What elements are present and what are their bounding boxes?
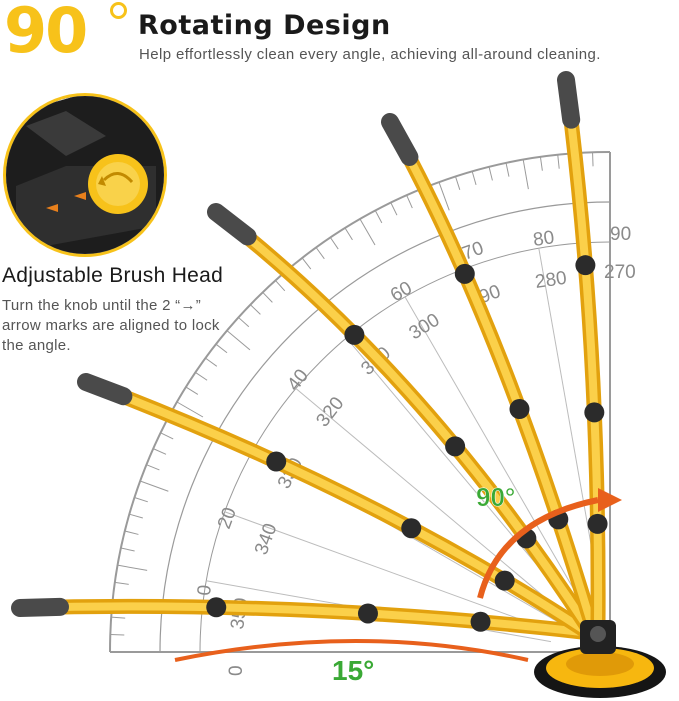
tick-mark — [205, 357, 218, 367]
tick-mark — [505, 162, 510, 177]
pole-highlight — [213, 208, 592, 631]
arrow-mark-icon — [46, 192, 86, 212]
pole-clamp — [401, 518, 422, 539]
tick-mark — [226, 330, 251, 351]
pole-clamp — [509, 399, 530, 420]
handle-grip — [77, 373, 133, 406]
outer-label-280: 280 — [534, 268, 568, 293]
tick-mark — [488, 166, 493, 181]
pole-clamp — [587, 513, 608, 534]
tick-mark — [195, 371, 208, 381]
handle-grip — [381, 113, 419, 166]
degree-symbol-icon — [110, 2, 127, 19]
tick-mark — [111, 616, 126, 619]
radial-line — [295, 388, 565, 614]
pole-highlight — [84, 378, 587, 634]
tick-mark — [374, 210, 383, 224]
tick-mark — [557, 154, 560, 169]
outer-label-0: 0 — [226, 665, 247, 676]
inner-label-0: 0 — [194, 584, 216, 596]
inner-label-20: 20 — [214, 505, 241, 532]
handle-grip — [207, 203, 257, 246]
tick-mark — [522, 159, 529, 190]
protractor — [109, 151, 611, 653]
tick-mark — [315, 247, 325, 260]
tick-mark — [129, 513, 143, 519]
angle-15-label: 15° — [332, 655, 374, 686]
pole-clamp — [494, 570, 515, 591]
brush-head-icon — [534, 620, 666, 698]
pole-clamp — [206, 597, 227, 618]
tick-mark — [301, 257, 312, 270]
tick-mark — [185, 386, 199, 395]
pole-highlight — [19, 602, 583, 636]
angle-90-label: 90° — [476, 482, 515, 512]
tick-mark — [359, 218, 376, 246]
outer-label-300: 300 — [406, 310, 444, 345]
tick-mark — [455, 176, 461, 190]
tick-mark — [344, 227, 353, 241]
big-ninety: 90 — [4, 0, 88, 67]
tick-mark — [134, 497, 148, 503]
radial-line — [224, 511, 554, 632]
inner-label-60: 60 — [387, 278, 416, 307]
tick-mark — [120, 547, 135, 552]
handle-grip — [11, 597, 69, 617]
tick-mark — [124, 530, 139, 535]
protractor-ticks — [110, 152, 611, 653]
pole-highlight — [562, 79, 603, 627]
inner-label-80: 80 — [532, 227, 556, 251]
pole-clamp — [357, 603, 378, 624]
tick-mark — [160, 432, 174, 440]
pole-clamp — [575, 255, 596, 276]
tick-mark — [262, 291, 273, 303]
pole-clamp — [445, 436, 466, 457]
outer-label-340: 340 — [251, 521, 282, 558]
tick-mark — [275, 280, 286, 292]
tick-mark — [539, 156, 543, 171]
radial-line — [404, 296, 581, 601]
pole-clamp — [584, 402, 605, 423]
tick-mark — [176, 401, 204, 418]
page-title: Rotating Design — [138, 10, 391, 41]
pole-clamp — [266, 451, 287, 472]
handle-grip — [557, 71, 581, 129]
tick-mark — [329, 237, 339, 250]
tick-mark — [146, 464, 160, 471]
tick-mark — [471, 171, 477, 185]
tick-mark — [438, 181, 450, 211]
rotation-arrow-icon — [477, 488, 622, 599]
tick-mark — [390, 202, 398, 216]
pole-clamp — [470, 611, 491, 632]
tick-mark — [215, 343, 228, 354]
feature-description: Turn the knob until the 2 “→” arrow mark… — [2, 297, 220, 354]
outer-label-320: 320 — [312, 393, 348, 431]
poles — [11, 71, 608, 640]
pole-clamp — [454, 263, 475, 284]
outer-label-270: 270 — [604, 262, 636, 283]
tick-mark — [153, 448, 167, 455]
tick-mark — [406, 195, 413, 209]
radial-line — [538, 248, 601, 593]
tick-mark — [117, 564, 148, 571]
protractor-radials — [206, 248, 601, 643]
knob-inset — [3, 93, 167, 257]
page-subtitle: Help effortlessly clean every angle, ach… — [139, 46, 601, 63]
tick-mark — [249, 304, 261, 315]
pole-clamp — [344, 324, 365, 345]
pole-4 — [383, 118, 600, 629]
inner-label-40: 40 — [283, 365, 313, 395]
tick-mark — [238, 317, 250, 328]
knob-icon — [88, 154, 148, 214]
pole-highlight — [386, 120, 596, 628]
tick-mark — [114, 581, 129, 585]
tick-mark — [139, 480, 169, 492]
tilt-arc — [174, 639, 529, 662]
feature-title: Adjustable Brush Head — [2, 264, 224, 287]
inner-label-90: 90 — [610, 224, 631, 245]
